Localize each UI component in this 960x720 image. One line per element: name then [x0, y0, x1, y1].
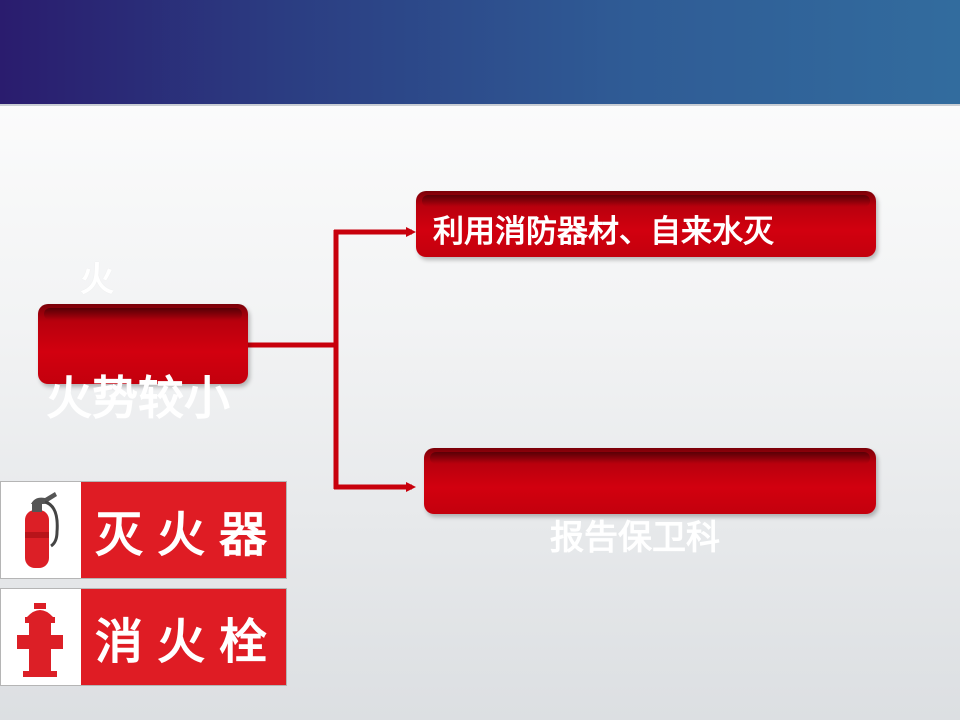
branch-top-label: 利用消防器材、自来水灭 [433, 214, 774, 250]
branch-bottom-node [424, 448, 876, 514]
fire-hydrant-sign: 消火栓 [0, 588, 287, 686]
fire-hydrant-label: 消火栓 [81, 589, 286, 685]
source-label: 火势较小 [46, 371, 230, 425]
branch-top-node [416, 191, 876, 257]
source-fragment-text: 火 [80, 260, 114, 300]
header-band [0, 0, 960, 106]
fire-extinguisher-label: 灭火器 [81, 482, 286, 578]
source-node [38, 304, 248, 384]
connector-lines [246, 227, 416, 492]
fire-hydrant-icon [1, 589, 79, 685]
fire-extinguisher-sign: 灭火器 [0, 481, 287, 579]
fire-extinguisher-icon [1, 482, 79, 578]
branch-bottom-label: 报告保卫科 [550, 518, 720, 558]
